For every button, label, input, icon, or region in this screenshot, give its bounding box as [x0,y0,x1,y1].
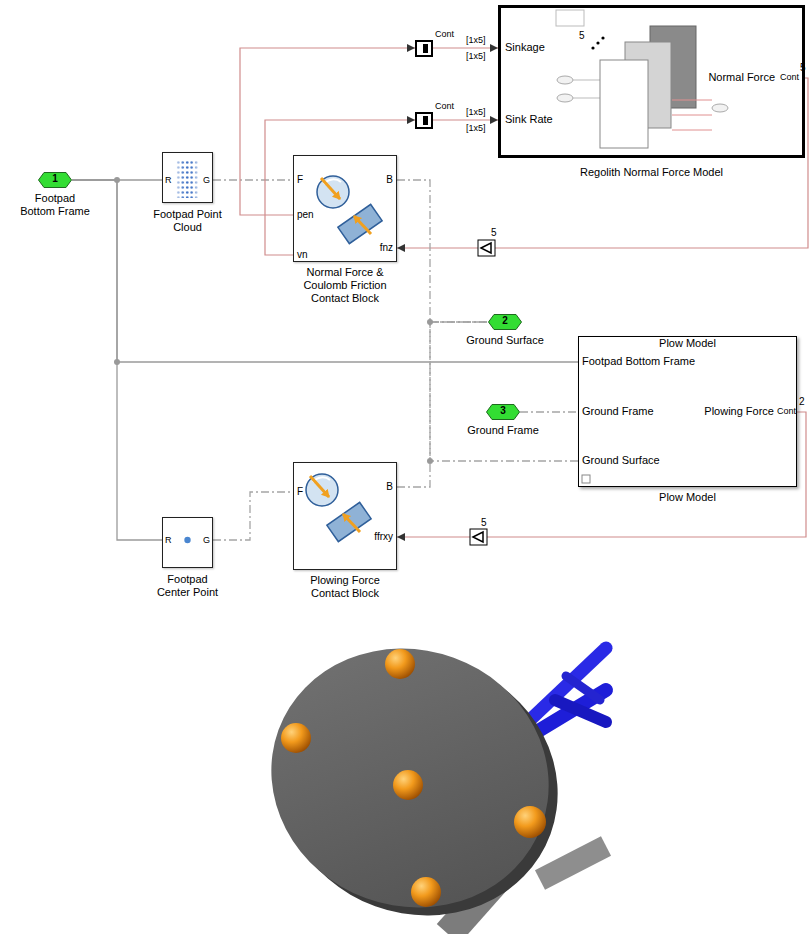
port-name: R [165,535,172,546]
signal-dimension: [1x5] [466,123,486,134]
port-name: Footpad Bottom Frame [582,355,695,368]
port-label: Footpad Bottom Frame [19,192,91,218]
signal-line [433,119,498,120]
block-label: Footpad Center Point [152,573,224,599]
physical-connection [72,180,162,540]
contact-block: FBffrxyPlowing Force Contact Block [293,462,397,570]
input-port: 2Ground Surface [488,314,522,330]
input-port: 1Footpad Bottom Frame [38,172,72,188]
frame-connection [397,180,488,322]
port-name: B [373,481,393,493]
port-name: ffrxy [357,531,393,543]
port-name: Ground Frame [582,405,654,418]
block-label: Normal Force & Coulomb Friction Contact … [290,266,400,306]
subsystem-block: SinkageSink RateNormal ForceRegolith Nor… [498,5,805,158]
port-name: Sink Rate [505,113,553,126]
block-label: Regolith Normal Force Model [522,166,782,179]
sample-time-label: Cont [777,406,796,417]
port-name: R [165,175,172,186]
port-number: 3 [493,405,513,417]
signal-line [265,120,415,255]
subsystem-title: Plow Model [628,337,748,350]
input-port: 3Ground Frame [486,404,520,420]
subsystem-mark [582,475,590,483]
block-label: Plowing Force Contact Block [290,574,400,600]
port-number: 1 [45,173,65,185]
contact-block: FpenvnBfnzNormal Force & Coulomb Frictio… [293,155,397,262]
port-label: Ground Surface [455,334,555,347]
subsystem-thumbnail [556,10,728,148]
port-label: Ground Frame [453,424,553,437]
physical-connection [72,180,578,362]
port-name: F [297,486,303,498]
signal-width: 5 [800,62,806,74]
port-name: Ground Surface [582,454,660,467]
port-name: vn [297,249,308,261]
signal-dimension: [1x5] [466,35,486,46]
frame-connection [430,322,578,461]
frame-connection [213,492,293,540]
frame-connection [213,179,293,180]
sample-time-label: Cont [780,72,799,83]
junction-dot [427,458,433,464]
block-label: Plow Model [628,491,748,504]
signal-line [433,47,498,48]
frame-connection [520,411,578,412]
junction-dot [114,359,120,365]
signal-line [397,412,806,537]
port-name: pen [297,209,314,221]
contact-icon [317,176,382,244]
sample-time-label: Cont [435,29,454,40]
center-point-block: RGFootpad Center Point [162,517,213,568]
center-point-icon [184,537,190,543]
frame-connection [397,322,488,487]
rate-transition-block: Cont [415,112,433,129]
signal-width: 5 [481,517,487,529]
signal-width: 2 [799,396,805,408]
port-name: G [198,175,210,186]
port-name: F [297,174,303,186]
rate-transition-icon [423,116,428,125]
port-name: fnz [363,242,393,254]
junction-dot [427,319,433,325]
signal-dimension: [1x5] [466,107,486,118]
port-name: Normal Force [675,71,775,84]
subsystem-block: Plow ModelFootpad Bottom FrameGround Fra… [578,336,797,487]
junction-dot [114,177,120,183]
block-label: Footpad Point Cloud [152,208,224,234]
signal-dimension: [1x5] [466,51,486,62]
rate-transition-block: Cont [415,40,433,57]
point-cloud-icon [176,160,199,198]
port-name: Sinkage [505,41,545,54]
signal-converter-block [470,529,487,545]
signal-width: 5 [491,227,497,239]
footpad-render [235,610,606,934]
contact-icon [306,474,371,542]
iterator-count: 5 [579,30,585,42]
rate-transition-icon [423,44,428,53]
signal-converter-block [478,240,495,256]
port-name: B [373,174,393,186]
port-name: G [198,535,210,546]
port-name: Plowing Force [674,405,774,418]
sample-time-label: Cont [435,101,454,112]
port-number: 2 [495,315,515,327]
point-cloud-block: RGFootpad Point Cloud [162,152,213,203]
